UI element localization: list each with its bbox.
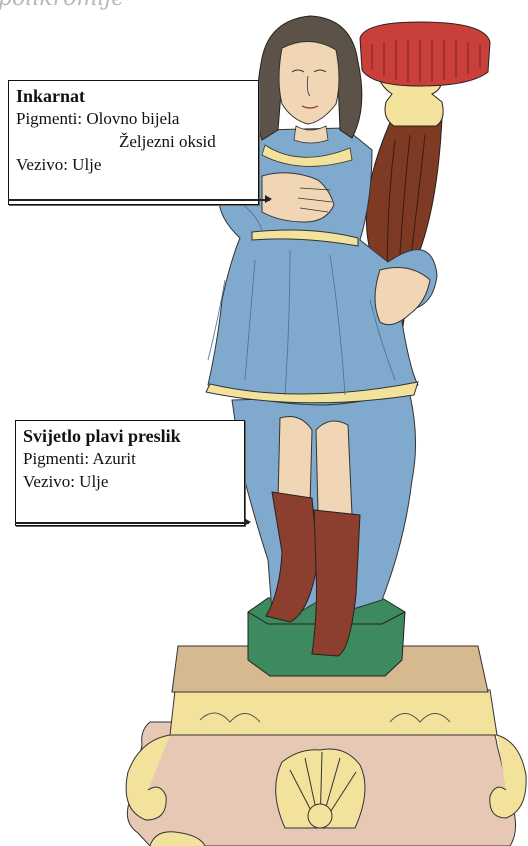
pigments-line: Pigmenti: Azurit: [23, 447, 238, 470]
binder-line: Vezivo: Ulje: [23, 470, 238, 493]
left-leg: [278, 417, 312, 506]
face: [279, 41, 339, 124]
label-title: Svijetlo plavi preslik: [23, 425, 238, 447]
shell-ornament: [276, 749, 365, 828]
pigments-second-line: Željezni oksid: [16, 130, 252, 153]
brazier-flame: [360, 22, 490, 86]
leader-arrow-incarnate: [8, 199, 270, 201]
label-light-blue-overpaint: Svijetlo plavi preslik Pigmenti: Azurit …: [15, 420, 245, 526]
right-leg: [316, 421, 352, 515]
arrowhead-icon: [244, 518, 251, 526]
label-title: Inkarnat: [16, 85, 252, 107]
arrowhead-icon: [265, 195, 272, 203]
binder-line: Vezivo: Ulje: [16, 153, 252, 176]
cornucopia-hand: [375, 268, 430, 325]
label-incarnate: Inkarnat Pigmenti: Olovno bijela Željezn…: [8, 80, 259, 205]
leader-arrow-overpaint: [15, 522, 249, 524]
pigments-line: Pigmenti: Olovno bijela: [16, 107, 252, 130]
